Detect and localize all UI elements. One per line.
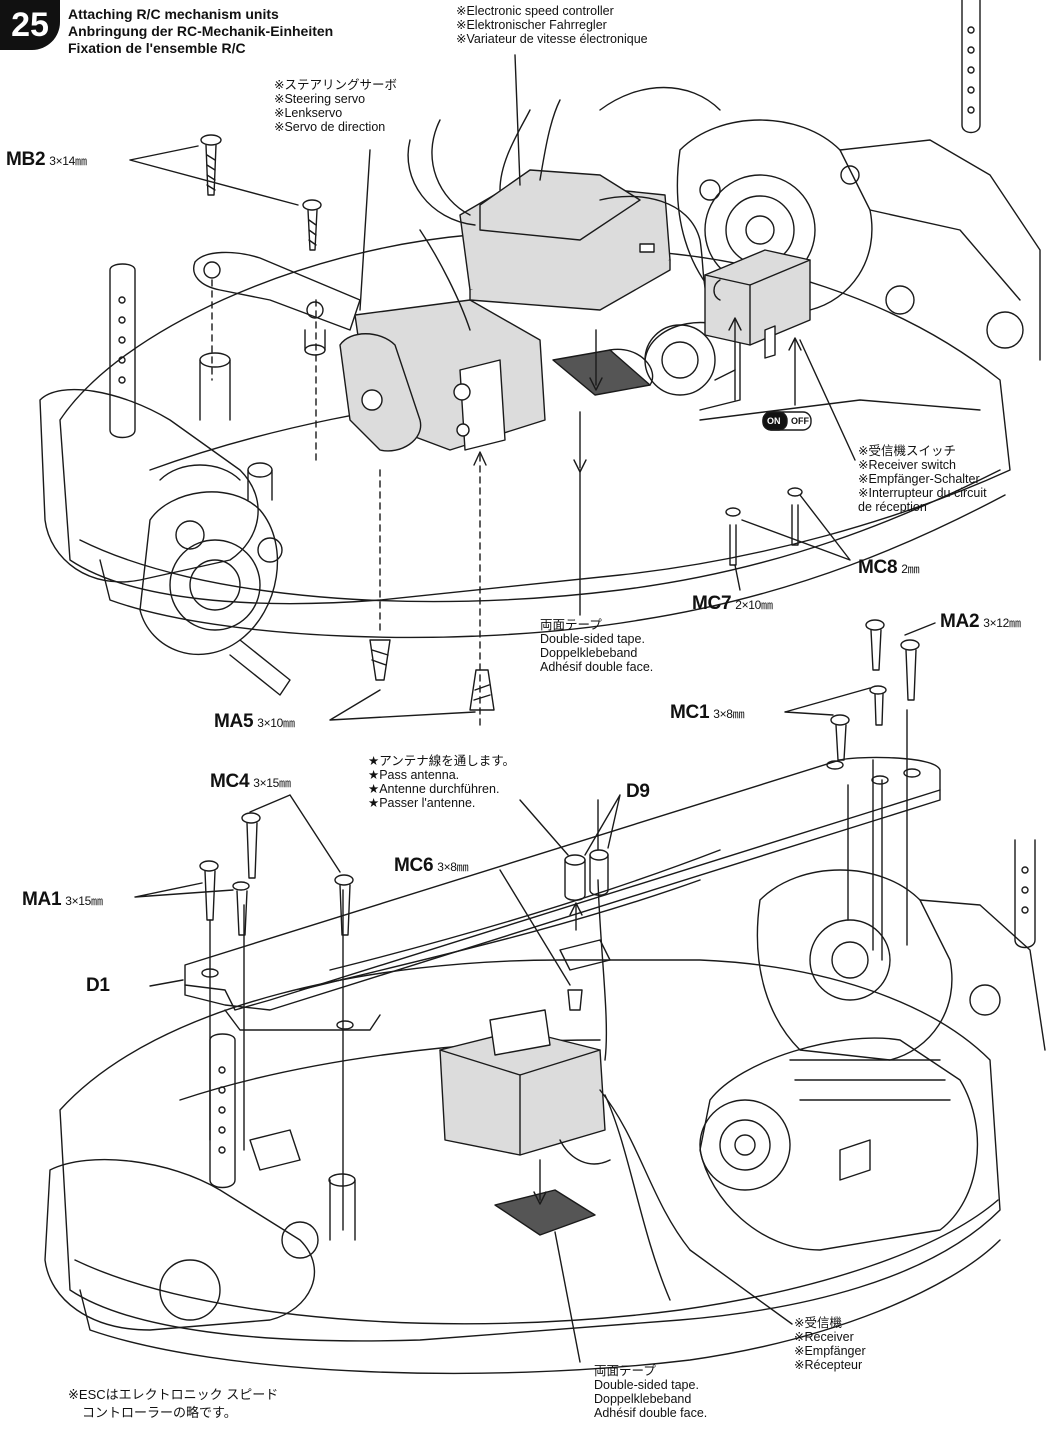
step-title: Attaching R/C mechanism units Anbringung…: [68, 6, 333, 57]
switch-off-text: OFF: [791, 416, 809, 426]
lower-wires: [559, 879, 691, 1301]
upper-deck-plate: [184, 756, 941, 1031]
step-title-de: Anbringung der RC-Mechanik-Einheiten: [68, 23, 334, 39]
lower-front-suspension: [44, 1033, 356, 1331]
step-title-en: Attaching R/C mechanism units: [68, 6, 279, 22]
esc-label: ※Electronic speed controller ※Elektronis…: [456, 4, 648, 46]
switch-label-plate: [762, 411, 812, 431]
lower-leaders: [134, 687, 871, 1363]
part-callout-d1: D1: [86, 975, 110, 996]
lower-tape: [494, 1189, 596, 1236]
upper-rear-gearbox: [599, 86, 1041, 361]
upper-tape: [552, 348, 654, 396]
esc-unit: [459, 169, 671, 311]
switch-on-text: ON: [767, 416, 781, 426]
upper-chassis: [59, 234, 1011, 639]
lower-rear-gearbox: [756, 839, 1046, 1061]
tape-label-top: 両面テープ Double-sided tape. Doppelklebeband…: [540, 618, 654, 674]
lower-screws: [199, 619, 920, 1011]
receiver-switch-label: ※受信機スイッチ ※Receiver switch ※Empfänger-Sch…: [858, 444, 987, 514]
upper-leaders: [129, 54, 936, 721]
upper-screws: [200, 134, 803, 711]
upper-arrows: [211, 279, 802, 726]
antenna-post-d9: [559, 799, 611, 971]
upper-front-suspension: [39, 263, 291, 696]
steering-servo: [339, 299, 546, 452]
antenna-label: ★アンテナ線を通します。 ★Pass antenna. ★Antenne dur…: [368, 754, 515, 810]
lower-receiver: [439, 1009, 606, 1156]
tape-label-bottom: 両面テープ Double-sided tape. Doppelklebeband…: [594, 1364, 708, 1420]
lower-motor: [699, 1037, 979, 1251]
steering-servo-arm-plate: [193, 251, 361, 356]
receiver-label: ※受信機 ※Receiver ※Empfänger ※Récepteur: [794, 1316, 866, 1372]
esc-note: ※ESCはエレクトロニック スピード コントローラーの略です。: [68, 1387, 279, 1420]
step-title-fr: Fixation de l'ensemble R/C: [68, 40, 246, 56]
lower-arrows: [209, 709, 908, 1231]
step-number-badge: 25: [0, 0, 60, 50]
part-callout-d9: D9: [626, 781, 650, 802]
receiver-switch: [704, 249, 811, 359]
upper-rear-post: [961, 0, 981, 134]
steering-servo-label: ※ステアリングサーボ ※Steering servo ※Lenkservo ※S…: [274, 78, 397, 134]
